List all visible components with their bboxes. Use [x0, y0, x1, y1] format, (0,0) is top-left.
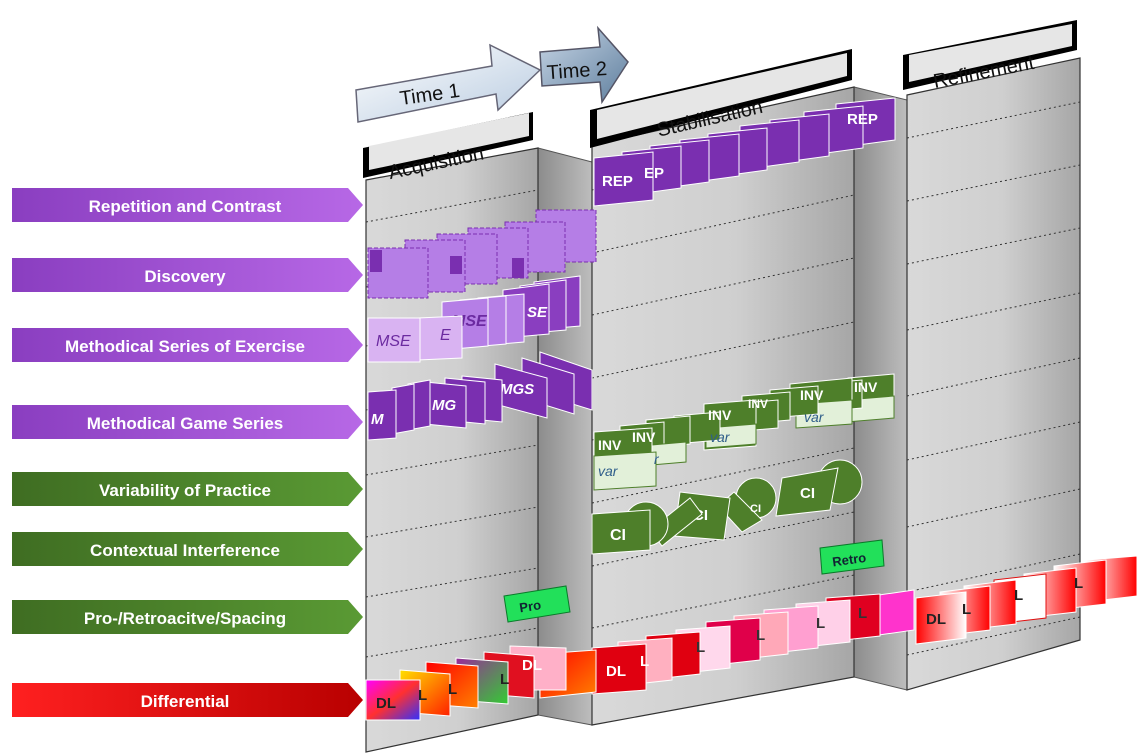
differential-cards: DL L L L DL L L L L L DL L L L DL — [365, 555, 1137, 721]
dl-card-label: DL — [606, 663, 626, 680]
row-label-mse-text: Methodical Series of Exercise — [65, 337, 305, 356]
l-card-label: L — [962, 601, 971, 618]
rep-card-partial: EP — [644, 165, 664, 182]
row-label-mgs: Methodical Game Series — [12, 405, 363, 439]
l-card-label: L — [1074, 575, 1083, 592]
rep-card-label: REP — [602, 173, 633, 190]
refinement-panel — [906, 57, 1081, 691]
l-card-label: L — [500, 671, 509, 688]
l-card-label: L — [640, 653, 649, 670]
discovery-cards — [367, 209, 597, 299]
retro-card-label: Retro — [831, 550, 867, 570]
l-card-label: L — [696, 639, 705, 656]
pro-card: Pro — [503, 585, 571, 623]
inv-card-label: INV — [748, 397, 768, 411]
row-label-variability-text: Variability of Practice — [99, 481, 271, 500]
row-label-discovery: Discovery — [12, 258, 363, 292]
mgs-card-label: MGS — [500, 381, 534, 398]
mse-card-label: MSE — [376, 333, 411, 350]
mse-cards: SE MSE MSE E — [367, 275, 581, 363]
dl-card-label: DL — [926, 611, 946, 628]
row-label-mgs-text: Methodical Game Series — [87, 414, 284, 433]
row-label-repetition-text: Repetition and Contrast — [89, 197, 282, 216]
l-card-label: L — [1014, 587, 1023, 604]
row-label-mse: Methodical Series of Exercise — [12, 328, 363, 362]
m-card-label: M — [371, 411, 384, 428]
se-card-label: SE — [527, 304, 548, 321]
ci-card-label: CI — [750, 503, 761, 515]
acquisition-header: Acquisition — [363, 112, 533, 184]
inv-card-label: INV — [708, 407, 732, 423]
var-card-label: var — [804, 409, 825, 425]
row-label-variability: Variability of Practice — [12, 472, 363, 506]
var-card-label: var — [598, 463, 619, 479]
mg-card-label: MG — [432, 397, 456, 414]
time-2-arrow: Time 2 — [539, 25, 629, 105]
inv-card-label: INV — [598, 437, 622, 453]
retro-card: Retro — [819, 539, 885, 575]
pro-card-label: Pro — [518, 597, 542, 615]
mgs-cards: MGS MG M — [367, 351, 593, 441]
l-card-label: L — [448, 681, 457, 698]
variability-cards: INV var r INV INV var INV INV var INV — [593, 373, 895, 491]
var-card-label: var — [710, 429, 731, 445]
ci-card-label: CI — [800, 485, 815, 502]
inv-card-label: INV — [632, 429, 656, 445]
row-label-spacing-text: Pro-/Retroacitve/Spacing — [84, 609, 286, 628]
row-label-differential: Differential — [12, 683, 363, 717]
mse-partial-label: E — [440, 327, 451, 344]
ci-card-label: CI — [610, 527, 626, 544]
row-label-differential-text: Differential — [141, 692, 230, 711]
time-2-label: Time 2 — [546, 58, 608, 84]
l-card-label: L — [418, 687, 427, 704]
rep-card-label: REP — [847, 111, 878, 128]
l-card-label: L — [816, 615, 825, 632]
repetition-cards: REP EP REP — [593, 97, 896, 207]
row-label-spacing: Pro-/Retroacitve/Spacing — [12, 600, 363, 634]
row-label-repetition: Repetition and Contrast — [12, 188, 363, 222]
row-label-discovery-text: Discovery — [144, 267, 226, 286]
dl-card-label: DL — [522, 657, 542, 674]
contextual-interference-cards: CI CI CI CI — [591, 459, 863, 555]
l-card-label: L — [858, 605, 867, 622]
dl-card-label: DL — [376, 695, 396, 712]
var-partial-label: r — [654, 451, 660, 467]
inv-card-label: INV — [854, 379, 878, 395]
time-1-arrow: Time 1 — [355, 43, 542, 123]
row-label-contextual: Contextual Interference — [12, 532, 363, 566]
inv-card-label: INV — [800, 387, 824, 403]
row-label-contextual-text: Contextual Interference — [90, 541, 280, 560]
l-card-label: L — [756, 627, 765, 644]
